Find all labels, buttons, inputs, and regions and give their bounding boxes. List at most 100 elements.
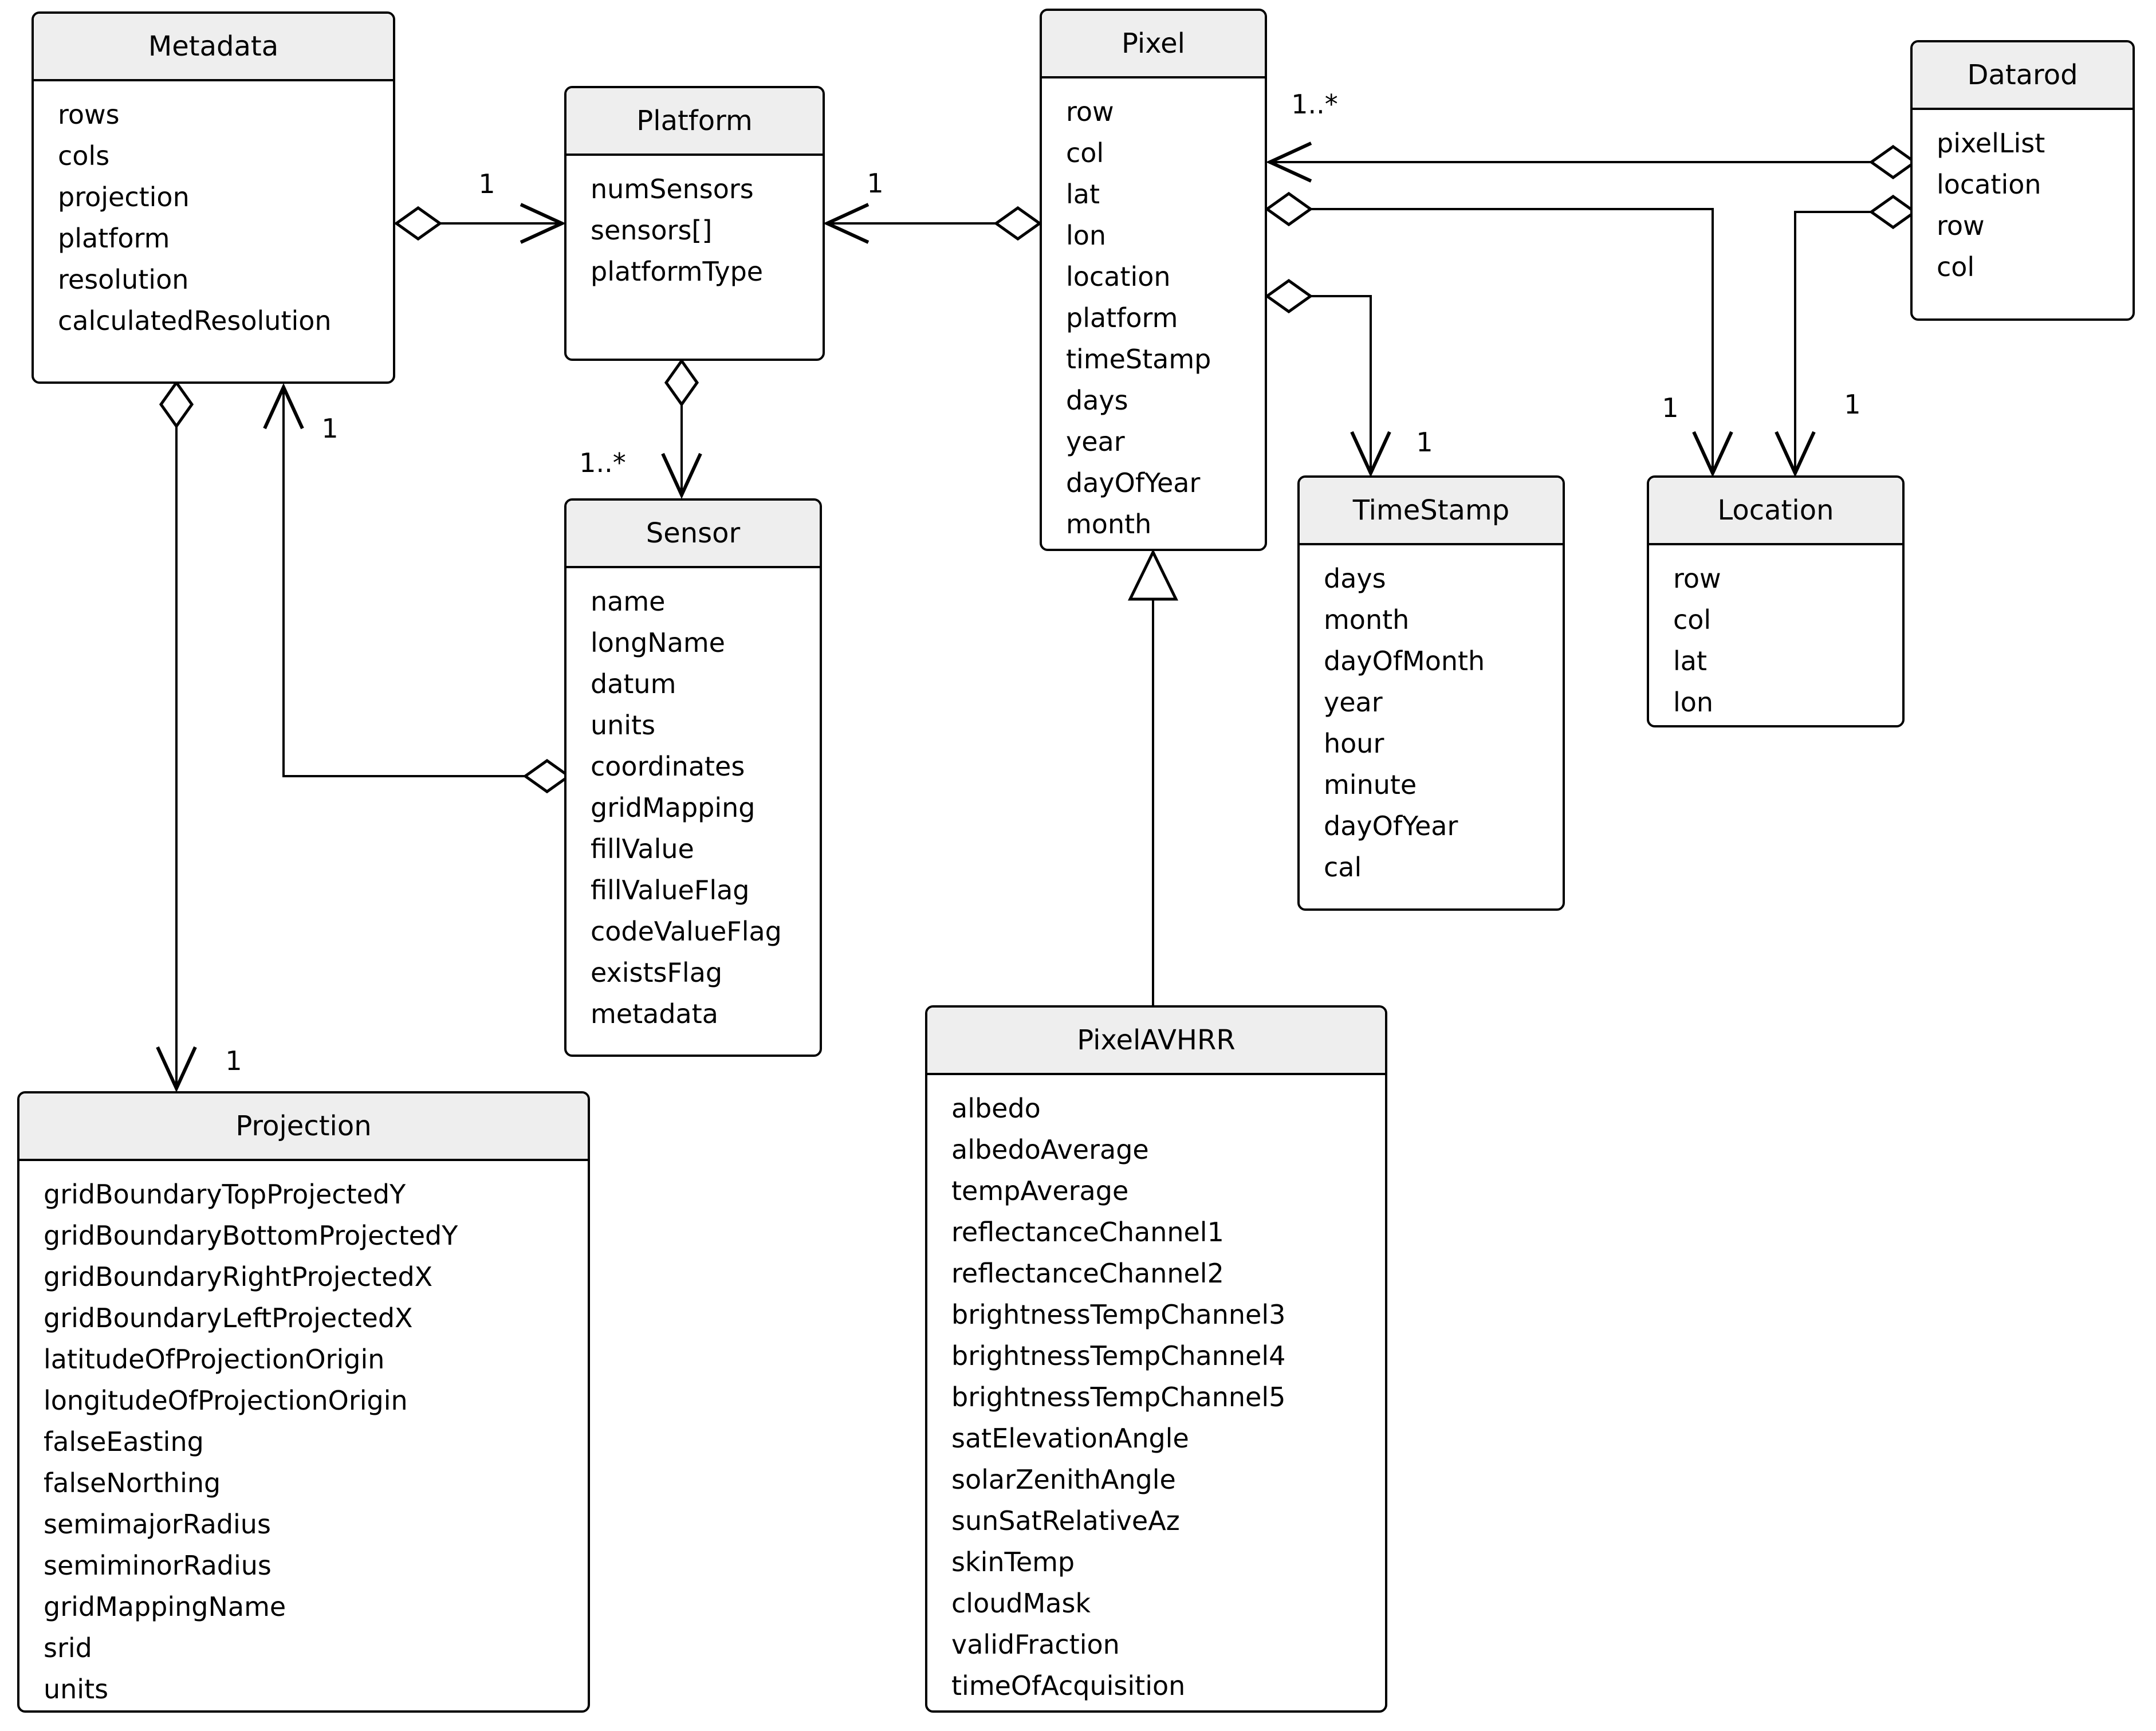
class-title-metadata: Metadata xyxy=(34,14,393,81)
class-attribute: skinTemp xyxy=(951,1547,1075,1577)
open-arrowhead-icon xyxy=(1692,431,1733,478)
class-attribute: days xyxy=(1324,563,1386,594)
class-attribute: row xyxy=(1937,210,1985,241)
class-attribute: platform xyxy=(58,223,170,254)
class-attribute: datum xyxy=(591,668,676,699)
class-title-pixel: Pixel xyxy=(1042,11,1265,78)
class-attribute: year xyxy=(1324,687,1383,718)
class-attribute: dayOfYear xyxy=(1324,811,1458,841)
class-title-projection: Projection xyxy=(19,1093,588,1161)
class-attribute: metadata xyxy=(591,998,718,1029)
aggregation-diamond-icon xyxy=(664,358,699,407)
connector-pixel-timestamp xyxy=(1264,278,1391,478)
connector-metadata-platform xyxy=(394,203,566,244)
connector-datarod-pixel xyxy=(1265,141,1918,183)
class-attribute: brightnessTempChannel5 xyxy=(951,1382,1286,1413)
connector-metadata-projection xyxy=(156,380,197,1093)
class-attribute: brightnessTempChannel3 xyxy=(951,1299,1286,1330)
class-attribute: codeValueFlag xyxy=(591,916,782,947)
class-attribute: month xyxy=(1066,509,1152,540)
class-attribute: falseNorthing xyxy=(44,1468,221,1498)
class-attribute: albedo xyxy=(951,1093,1041,1124)
connector-datarod-location xyxy=(1775,194,1918,478)
class-title-pixelavhrr: PixelAVHRR xyxy=(927,1008,1385,1075)
open-arrowhead-icon xyxy=(263,383,304,430)
class-attribute: lon xyxy=(1673,687,1714,718)
class-box-pixelavhrr: PixelAVHRR albedo albedoAverage tempAverage… xyxy=(925,1005,1387,1713)
class-attribute: longitudeOfProjectionOrigin xyxy=(44,1385,408,1416)
class-attribute: semimajorRadius xyxy=(44,1509,271,1540)
multiplicity-label: 1 xyxy=(478,168,495,199)
class-attribute: albedoAverage xyxy=(951,1134,1149,1165)
class-attribute: srid xyxy=(44,1632,92,1663)
class-attribute: gridBoundaryLeftProjectedX xyxy=(44,1303,413,1333)
class-attribute: calculatedResolution xyxy=(58,305,332,336)
class-attribute: reflectanceChannel1 xyxy=(951,1217,1224,1248)
class-attribute: brightnessTempChannel4 xyxy=(951,1340,1286,1371)
class-attribute: platform xyxy=(1066,302,1178,333)
multiplicity-label: 1 xyxy=(1662,392,1679,423)
class-attribute: location xyxy=(1066,261,1171,292)
class-attribute: gridMappingName xyxy=(44,1591,286,1622)
class-attribute: validFraction xyxy=(951,1629,1120,1660)
class-attribute: gridBoundaryTopProjectedY xyxy=(44,1179,406,1210)
aggregation-diamond-icon xyxy=(993,206,1042,241)
multiplicity-label: 1..* xyxy=(1291,89,1338,120)
aggregation-diamond-icon xyxy=(394,206,443,241)
multiplicity-label: 1 xyxy=(867,168,884,199)
multiplicity-label: 1 xyxy=(321,413,339,444)
multiplicity-label: 1..* xyxy=(579,447,626,478)
class-attribute: numSensors xyxy=(591,174,754,204)
aggregation-diamond-icon xyxy=(522,758,572,794)
open-arrowhead-icon xyxy=(156,1046,197,1093)
class-attribute: reflectanceChannel2 xyxy=(951,1258,1224,1289)
aggregation-diamond-icon xyxy=(1264,191,1313,227)
class-attribute: sunSatRelativeAz xyxy=(951,1505,1180,1536)
multiplicity-label: 1 xyxy=(1416,427,1433,458)
class-attributes: albedo albedoAverage tempAverage reflectanc… xyxy=(927,1075,1385,1706)
class-attribute: sensors[] xyxy=(591,215,713,246)
connector-pixelavhrr-pixel xyxy=(1127,549,1179,1005)
class-attribute: row xyxy=(1066,96,1114,127)
class-attribute: gridMapping xyxy=(591,792,756,823)
class-attribute: days xyxy=(1066,385,1128,416)
class-title-sensor: Sensor xyxy=(566,501,820,568)
class-attribute: fillValueFlag xyxy=(591,875,750,906)
class-attribute: hour xyxy=(1324,728,1384,759)
class-attribute: timeStamp xyxy=(1066,344,1211,375)
class-attribute: rows xyxy=(58,99,120,130)
class-attribute: minute xyxy=(1324,769,1417,800)
class-attribute: dayOfMonth xyxy=(1324,646,1485,676)
aggregation-diamond-icon xyxy=(1868,194,1918,230)
class-attribute: col xyxy=(1066,137,1104,168)
class-attribute: coordinates xyxy=(591,751,745,782)
class-attribute: falseEasting xyxy=(44,1426,204,1457)
class-title-timestamp: TimeStamp xyxy=(1300,478,1563,545)
generalization-triangle-icon xyxy=(1127,549,1179,601)
class-attribute: tempAverage xyxy=(951,1175,1129,1206)
class-attribute: row xyxy=(1673,563,1721,594)
class-attribute: fillValue xyxy=(591,833,694,864)
class-attribute: location xyxy=(1937,169,2041,200)
class-attribute: units xyxy=(44,1674,109,1705)
class-attribute: cal xyxy=(1324,852,1362,883)
class-attribute: projection xyxy=(58,182,190,213)
aggregation-diamond-icon xyxy=(159,380,194,429)
class-title-platform: Platform xyxy=(566,88,823,156)
class-attribute: gridBoundaryRightProjectedX xyxy=(44,1261,433,1292)
connector-sensor-metadata xyxy=(263,383,572,794)
